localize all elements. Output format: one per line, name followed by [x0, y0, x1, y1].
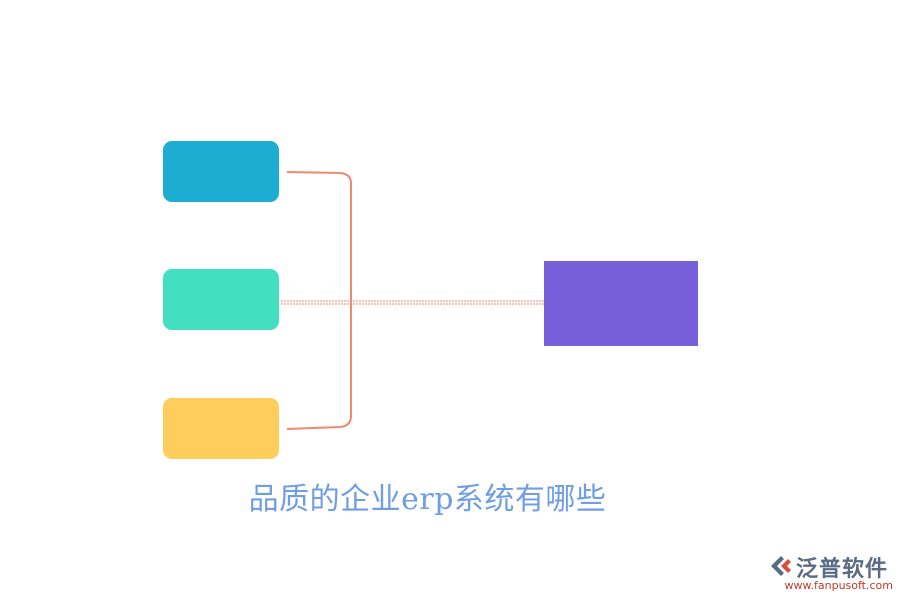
diagram-caption: 品质的企业erp系统有哪些	[248, 482, 607, 517]
source-box-1	[163, 141, 279, 202]
bracket-top-arm	[286, 171, 352, 430]
fanpu-logo-icon	[771, 556, 791, 576]
source-box-2	[163, 269, 279, 330]
logo-name: 泛普软件	[796, 557, 889, 582]
source-box-3	[163, 398, 279, 459]
logo-url: www.fanpusoft.com	[784, 579, 893, 592]
brand-logo[interactable]: 泛普软件 www.fanpusoft.com	[768, 551, 893, 592]
target-box	[544, 261, 698, 346]
